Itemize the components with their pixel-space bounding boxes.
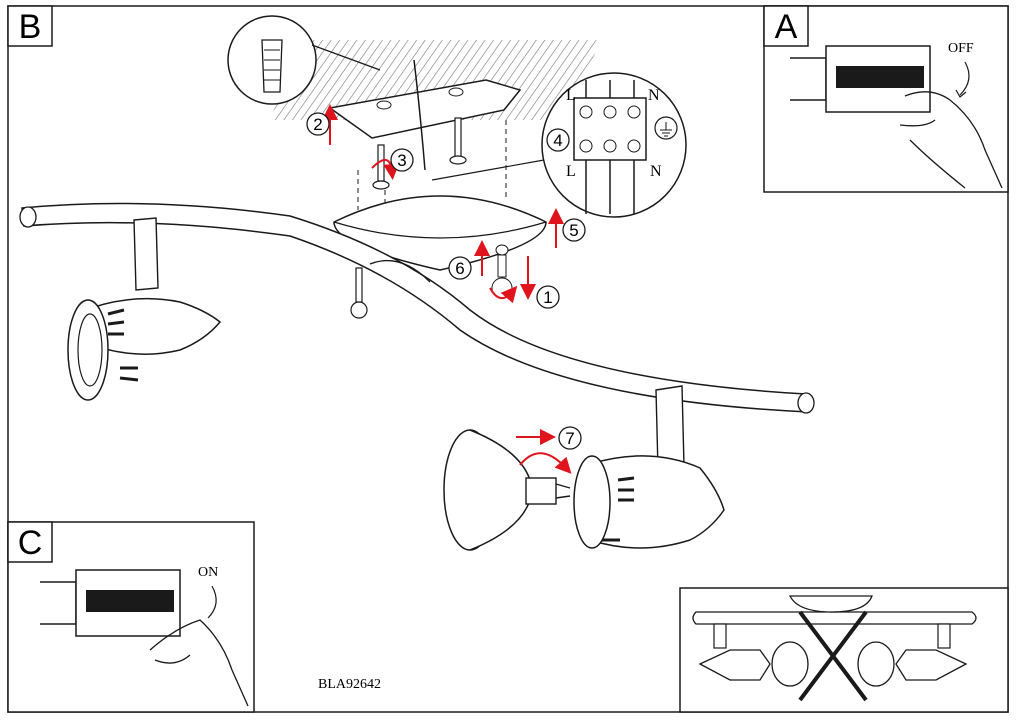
step-2-circle (306, 112, 330, 136)
step-7-circle (558, 426, 582, 450)
panel-a: A OFF (763, 5, 1009, 193)
supply-cable (413, 59, 426, 171)
mounting-bracket (328, 79, 522, 139)
panel-warning (679, 587, 1009, 713)
breaker-on-icon (40, 569, 181, 637)
step-2-label: 2 (313, 115, 322, 134)
step-3-circle (390, 148, 414, 172)
spotlight-right (573, 385, 725, 549)
off-rotate-arrow-icon (959, 61, 970, 96)
step-3-label: 3 (397, 151, 406, 170)
spotlight-left-icon (698, 649, 771, 681)
hand-icon (899, 91, 1003, 189)
bar-screw-icon (350, 267, 368, 319)
panel-b-badge: B (7, 5, 53, 47)
terminal-right-bottom-label: N (650, 163, 662, 180)
outer-frame (7, 5, 1009, 713)
led-bulb-icon (443, 429, 571, 551)
bracket-screw-icon (372, 144, 390, 190)
spotlight-right-icon (895, 649, 968, 681)
step-5-label: 5 (569, 221, 578, 240)
step-5-circle (562, 218, 586, 242)
spotlight-left (67, 217, 222, 401)
panel-c: C ON (7, 521, 255, 713)
terminal-left-top-label: L (566, 87, 576, 104)
panel-a-label: A (775, 8, 798, 46)
red-arrows (322, 104, 572, 474)
terminal-callout: L N L N (431, 72, 687, 218)
panel-c-label: C (18, 524, 43, 562)
step-4-circle (546, 128, 570, 152)
step-1-label: 1 (543, 288, 552, 307)
ceiling-screw-icon (449, 117, 467, 165)
terminal-right-top-label: N (648, 87, 660, 104)
panel-b-label: B (19, 8, 42, 46)
on-rotate-arrow-icon (207, 585, 217, 619)
off-label: OFF (948, 41, 974, 56)
wall-plug-callout (227, 15, 381, 105)
step-1-circle (536, 285, 560, 309)
wall-plug-icon (261, 39, 283, 93)
prohibit-cross-icon (798, 610, 868, 702)
step-7-label: 7 (565, 429, 574, 448)
step-badges: 1 2 3 4 5 6 7 (306, 112, 586, 450)
step-6-label: 6 (455, 259, 464, 278)
on-label: ON (198, 565, 218, 580)
model-code: BLA92642 (318, 677, 381, 692)
step-4-label: 4 (553, 131, 562, 150)
terminal-left-bottom-label: L (566, 163, 576, 180)
hand-icon (149, 619, 249, 707)
breaker-off-icon (790, 45, 931, 113)
step-6-circle (448, 256, 472, 280)
